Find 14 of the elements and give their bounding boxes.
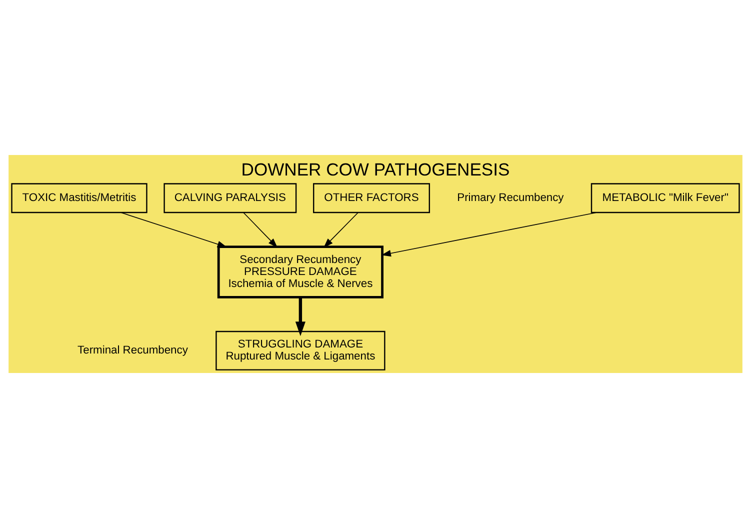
node-label: Terminal Recumbency bbox=[78, 344, 188, 356]
node-box: METABOLIC "Milk Fever" bbox=[590, 182, 740, 213]
label: Primary Recumbency bbox=[457, 192, 564, 204]
arrow bbox=[242, 212, 278, 248]
node-box: Secondary Recumbency PRESSURE DAMAGE Ischemia of Muscle & Nerves bbox=[217, 245, 384, 298]
node-box: STRUGGLING DAMAGE Ruptured Muscle & Ligaments bbox=[216, 330, 386, 370]
arrow bbox=[295, 296, 306, 336]
diagram-title: DOWNER COW PATHOGENESIS bbox=[241, 158, 510, 179]
node-box: CALVING PARALYSIS bbox=[164, 182, 297, 213]
arrow bbox=[381, 212, 598, 256]
node-box: TOXIC Mastitis/Metritis bbox=[11, 182, 148, 213]
arrow bbox=[120, 212, 228, 247]
node-box: OTHER FACTORS bbox=[313, 182, 430, 213]
arrow bbox=[324, 212, 359, 248]
